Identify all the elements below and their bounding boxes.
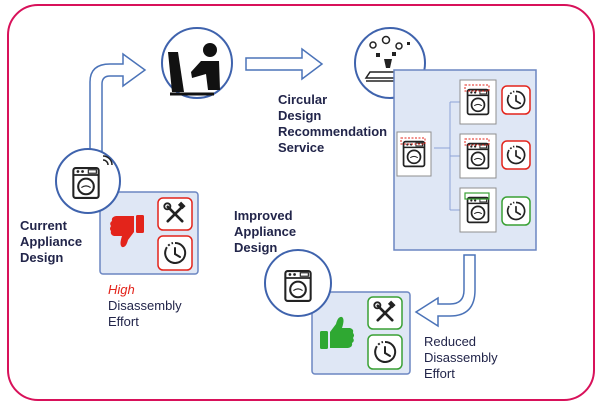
current-appliance-node xyxy=(55,148,121,214)
current-label-line2: Appliance xyxy=(20,234,83,249)
recommendation-panel xyxy=(393,69,537,251)
current-design-panel xyxy=(99,191,199,275)
washing-machine-icon xyxy=(284,270,312,302)
reduced-effort-line3: Effort xyxy=(424,366,455,381)
reduced-effort-label: Reduced Disassembly Effort xyxy=(424,334,498,382)
service-label: Circular Design Recommendation Service xyxy=(278,92,387,156)
washing-machine-icon xyxy=(72,167,100,199)
washing-machine-icon xyxy=(466,196,490,224)
current-label-line1: Current xyxy=(20,218,67,233)
washing-machine-icon xyxy=(466,88,490,116)
washing-machine-icon xyxy=(402,140,426,168)
service-label-line2: Design xyxy=(278,108,322,123)
current-design-label: Current Appliance Design xyxy=(20,218,82,266)
down-left-arrow xyxy=(414,254,476,328)
improved-label-line1: Improved xyxy=(234,208,293,223)
improved-design-label: Improved Appliance Design xyxy=(234,208,296,256)
service-label-line1: Circular xyxy=(278,92,328,107)
improved-design-panel xyxy=(311,291,411,375)
high-effort-line2: Disassembly xyxy=(108,298,182,313)
right-arrow xyxy=(245,47,324,81)
wifi-icon xyxy=(102,155,113,166)
reduced-effort-line1: Reduced xyxy=(424,334,477,349)
designer-node xyxy=(161,27,233,99)
service-label-line4: Service xyxy=(278,140,325,155)
high-effort-label: High Disassembly Effort xyxy=(108,282,182,330)
current-label-line3: Design xyxy=(20,250,64,265)
improved-label-line3: Design xyxy=(234,240,278,255)
service-label-line3: Recommendation xyxy=(278,124,388,139)
washing-machine-icon xyxy=(466,142,490,170)
designer-at-computer-icon xyxy=(168,43,220,96)
improved-appliance-node xyxy=(264,249,332,317)
high-effort-emphasis: High xyxy=(108,282,135,297)
high-effort-line3: Effort xyxy=(108,314,139,329)
improved-label-line2: Appliance xyxy=(234,224,297,239)
reduced-effort-line2: Disassembly xyxy=(424,350,498,365)
